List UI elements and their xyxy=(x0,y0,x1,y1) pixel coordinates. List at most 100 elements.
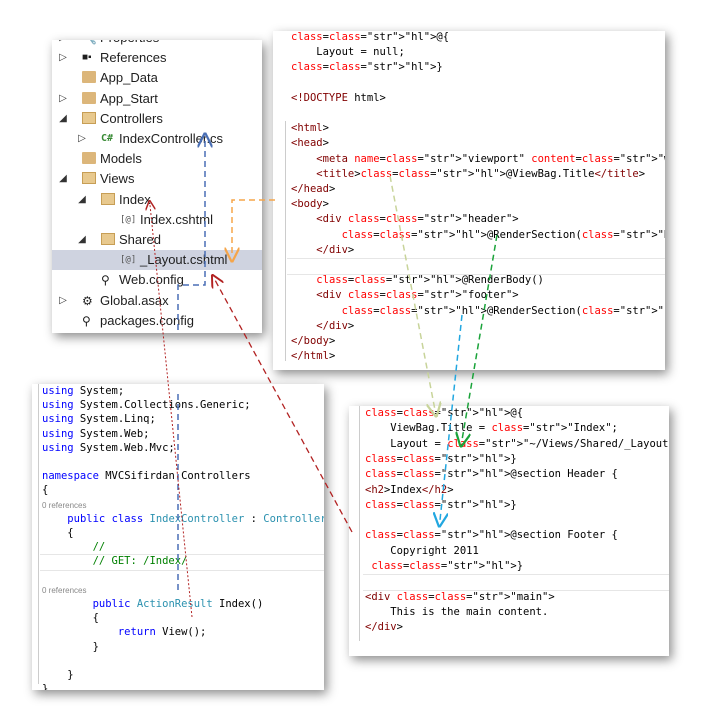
controller-code-line: { xyxy=(42,612,99,625)
controller-code-line: public class IndexController : Controlle… xyxy=(67,512,324,525)
layout-code-line: class=class="str">"hl">} xyxy=(291,61,443,74)
controller-code-line: namespace MVCSifirdan.Controllers xyxy=(42,470,251,483)
expand-arrow-icon[interactable]: ▷ xyxy=(59,294,67,306)
tree-item-app-start[interactable]: ▷ App_Start xyxy=(52,89,262,109)
expand-arrow-icon[interactable]: ▷ xyxy=(58,40,68,48)
tree-item-label: Index xyxy=(119,191,151,207)
index-controller-editor[interactable]: using System; using System.Collections.Ge… xyxy=(32,384,324,690)
controller-code-line: } xyxy=(42,640,99,653)
folder-open-icon xyxy=(82,111,96,124)
controller-code-line: using System.Web; xyxy=(42,427,150,440)
layout-code-line: </body> xyxy=(291,335,336,347)
tree-item-label: Index.cshtml xyxy=(140,211,213,227)
layout-cshtml-editor[interactable]: class=class="str">"hl">@{ Layout = null;… xyxy=(273,31,665,370)
tree-item-label: Web.config xyxy=(119,272,184,288)
index-code-line: Copyright 2011 xyxy=(365,544,479,557)
controller-code-line: public ActionResult Index() xyxy=(92,598,264,610)
controller-code-line xyxy=(42,654,48,669)
layout-code-line: </div> xyxy=(316,243,355,256)
tree-item-views[interactable]: ◢ Views xyxy=(52,169,262,189)
controller-code-line: using System.Collections.Generic; xyxy=(42,399,251,412)
controller-code-line: using System.Linq; xyxy=(42,413,156,426)
current-line-highlight xyxy=(40,554,324,572)
references-icon: ■▪ xyxy=(82,52,92,64)
layout-code-line: class=class="str">"hl">@{ xyxy=(291,31,450,43)
layout-code-line: <html> xyxy=(291,122,329,135)
layout-code-line: Layout = null; xyxy=(291,46,405,59)
controller-code-line: return View(); xyxy=(117,626,207,639)
index-code-line: ViewBag.Title = class="str">"Index"; xyxy=(365,422,618,435)
collapse-arrow-icon[interactable]: ◢ xyxy=(78,193,86,205)
tree-item-index[interactable]: ◢ Index xyxy=(52,190,262,210)
tree-item-label: Properties xyxy=(100,40,159,48)
layout-code-line: <!DOCTYPE html> xyxy=(291,91,386,104)
razor-file-icon: [@] xyxy=(120,255,137,266)
outline-guide xyxy=(359,406,360,641)
layout-code-line: <div class=class="str">"header"> xyxy=(316,213,519,226)
global-icon: ⚙ xyxy=(82,293,93,308)
index-cshtml-editor[interactable]: class=class="str">"hl">@{ ViewBag.Title … xyxy=(349,406,669,656)
index-code-line: </div> xyxy=(365,621,403,634)
index-code-line: class=class="str">"hl">} xyxy=(365,498,517,511)
layout-code-line: class=class="str">"hl">@RenderSection(cl… xyxy=(341,304,665,317)
index-code-line: <h2>Index</h2> xyxy=(365,483,454,496)
tree-item-label: Controllers xyxy=(100,110,163,126)
tree-item-label: App_Data xyxy=(100,70,158,86)
csharp-file-icon: C# xyxy=(101,133,114,144)
tree-item-label: References xyxy=(100,50,167,66)
config-file-icon: ⚲ xyxy=(82,313,91,328)
tree-item--layout-cshtml[interactable]: [@]_Layout.cshtml xyxy=(52,250,262,271)
controller-code-line: { xyxy=(42,527,74,539)
expand-arrow-icon[interactable]: ▷ xyxy=(59,52,67,64)
layout-code-line: <body> xyxy=(291,198,329,211)
layout-code-line: </html> xyxy=(291,350,336,363)
layout-code-line: <head> xyxy=(291,137,329,150)
folder-open-icon xyxy=(101,192,115,205)
folder-icon xyxy=(82,91,96,104)
tree-item-properties[interactable]: ▷🔧Properties xyxy=(52,40,262,48)
expand-arrow-icon[interactable]: ▷ xyxy=(59,92,67,104)
layout-code-line: <title>class=class="str">"hl">@ViewBag.T… xyxy=(316,167,646,180)
solution-explorer: ▷🔧Properties▷■▪ReferencesApp_Data▷App_St… xyxy=(52,40,262,333)
index-code-line: class=class="str">"hl">} xyxy=(365,452,517,465)
tree-item-label: App_Start xyxy=(100,90,158,106)
controller-code-line xyxy=(42,455,48,470)
tree-item-label: Global.asax xyxy=(100,292,169,308)
tree-item-shared[interactable]: ◢Shared xyxy=(52,230,262,250)
controller-code-line: } xyxy=(42,669,74,681)
tree-item-web-config[interactable]: ⚲ Web.config xyxy=(52,270,262,290)
tree-item-app-data[interactable]: App_Data xyxy=(52,68,262,88)
tree-item-indexcontroller-cs[interactable]: ▷C#IndexController.cs xyxy=(52,129,262,149)
controller-code-line: 0 references xyxy=(42,500,87,510)
collapse-arrow-icon[interactable]: ◢ xyxy=(59,173,67,185)
controller-code-line: using System.Web.Mvc; xyxy=(42,441,175,454)
tree-item-references[interactable]: ▷ ■▪ References xyxy=(52,48,262,68)
index-code-line xyxy=(365,513,371,528)
collapse-arrow-icon[interactable]: ◢ xyxy=(59,112,67,124)
tree-item-packages-config[interactable]: ⚲ packages.config xyxy=(52,311,262,331)
collapse-arrow-icon[interactable]: ◢ xyxy=(78,234,86,245)
index-code-line: <div class=class="str">"main"> xyxy=(365,590,555,603)
index-code-line: Layout = class="str">"~/Views/Shared/_La… xyxy=(365,437,669,450)
folder-open-icon xyxy=(82,172,96,185)
expand-arrow-icon[interactable]: ▷ xyxy=(78,133,86,144)
layout-code-line: <meta name=class="str">"viewport" conten… xyxy=(316,152,665,165)
controller-code-line: } xyxy=(42,683,49,690)
config-file-icon: ⚲ xyxy=(101,273,110,288)
tree-item-index-cshtml[interactable]: [@]Index.cshtml xyxy=(52,210,262,230)
tree-item-label: Views xyxy=(100,171,135,187)
controller-code-line: { xyxy=(42,484,49,497)
outline-guide xyxy=(285,121,286,361)
layout-code-line xyxy=(291,106,297,121)
layout-code-line: class=class="str">"hl">@RenderSection(cl… xyxy=(341,228,665,241)
index-code-line: This is the main content. xyxy=(365,605,549,618)
layout-code-line: <div class=class="str">"footer"> xyxy=(316,289,519,302)
index-code-line: class=class="str">"hl">@section Footer { xyxy=(365,529,618,542)
tree-item-global-asax[interactable]: ▷ ⚙ Global.asax xyxy=(52,291,262,311)
tree-item-label: _Layout.cshtml xyxy=(140,252,228,268)
tree-item-models[interactable]: Models xyxy=(52,149,262,169)
controller-code-line: using System; xyxy=(42,385,125,397)
folder-icon xyxy=(82,71,96,84)
tree-item-label: packages.config xyxy=(100,312,194,328)
tree-item-controllers[interactable]: ◢ Controllers xyxy=(52,109,262,129)
